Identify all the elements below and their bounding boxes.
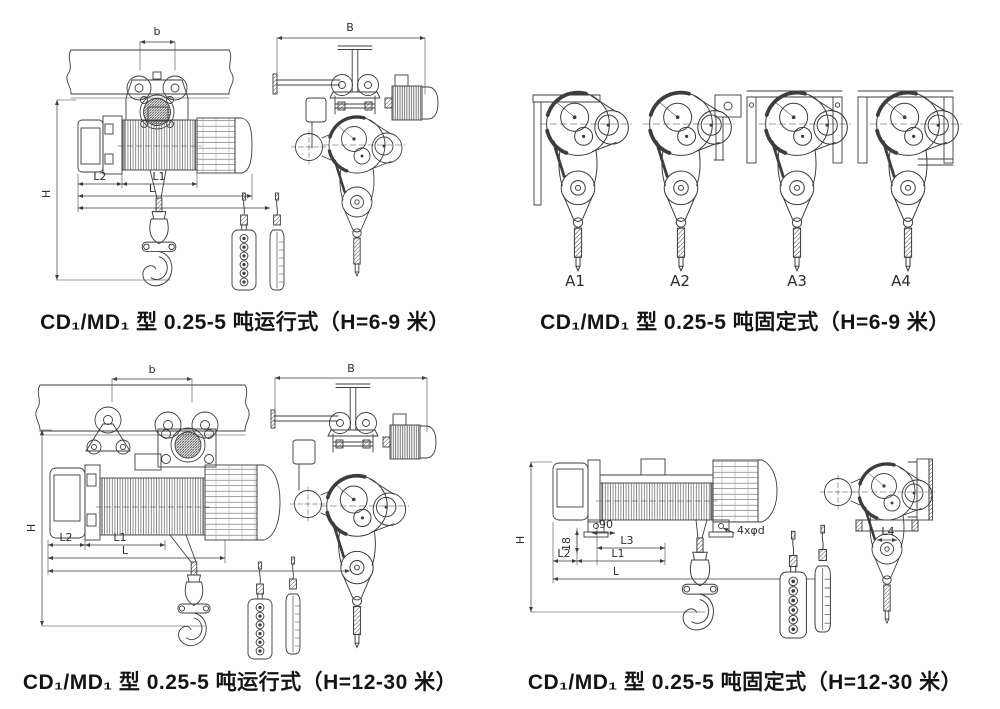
- dimensions-length: L2 L1 L: [77, 170, 271, 213]
- junction-box: [640, 458, 666, 476]
- variant-label-A1: A1: [565, 272, 585, 290]
- hoist-body-front: [77, 106, 253, 175]
- motor-side: [384, 74, 439, 121]
- dim-label-B: B: [346, 21, 354, 34]
- variant-label-A2: A2: [670, 272, 690, 290]
- brake-housing: [289, 486, 327, 522]
- caption-fixed-12-30: CD₁/MD₁ 型 0.25-5 吨固定式（H=12-30 米）: [527, 671, 963, 694]
- caption-traveling-12-30: CD₁/MD₁ 型 0.25-5 吨运行式（H=12-30 米）: [22, 671, 458, 694]
- hook-assembly-front: [169, 534, 211, 647]
- ibeam-and-trolley: [327, 383, 379, 453]
- rope-drum: [99, 477, 206, 536]
- dimensions-length: L2 L1 L: [47, 531, 351, 576]
- dim-label-H: H: [40, 190, 53, 198]
- pendant-control-front: [247, 561, 273, 660]
- fixed-hoist-A3: A3: [746, 90, 853, 290]
- counterweight-arm: [272, 73, 341, 95]
- pendant-control-front: [231, 192, 257, 291]
- limit-switch-box: [305, 97, 327, 149]
- pendant-control-side: [285, 556, 301, 655]
- dim-label-L2: L2: [59, 531, 72, 544]
- hook-assembly-front: [141, 169, 177, 287]
- caption-fixed-6-9: CD₁/MD₁ 型 0.25-5 吨固定式（H=6-9 米）: [540, 311, 950, 334]
- fixed-hoist-A2: A2: [641, 90, 742, 290]
- dim-label-L2: L2: [557, 547, 570, 560]
- dim-label-L3: L3: [620, 534, 633, 547]
- dim-label-90: 90: [599, 518, 613, 531]
- side-view: L4: [819, 458, 937, 625]
- dim-label-H: H: [25, 524, 38, 532]
- dimension-H: H: [514, 461, 706, 613]
- variant-label-A3: A3: [787, 272, 807, 290]
- gear-housing-and-hook-block: [321, 115, 407, 278]
- dimension-b: b: [139, 25, 176, 71]
- brake-housing: [819, 474, 857, 510]
- junction-box: [147, 106, 169, 122]
- dimensions-length: 90 18 L3 L2 L1 L 4xφd: [552, 518, 821, 584]
- pendant-control-side: [814, 524, 831, 633]
- runway-beam: [66, 49, 234, 99]
- counterweight-arm: [270, 409, 339, 429]
- dim-label-L1: L1: [113, 531, 126, 544]
- pendant-control-front: [779, 530, 807, 639]
- drawing-traveling-6-9: b H: [40, 21, 439, 291]
- limit-switch-box: [292, 439, 316, 491]
- drawing-fixed-6-9: A1 A2 A3 A4: [532, 90, 964, 290]
- dim-label-b: b: [154, 25, 161, 38]
- dimension-B: B: [274, 362, 428, 433]
- drawing-traveling-12-30: b: [25, 362, 437, 660]
- gear-housing-and-hook-block: [851, 462, 937, 625]
- dim-label-bolt-holes: 4xφd: [737, 524, 765, 537]
- dim-label-H: H: [514, 536, 527, 544]
- trolley-wheel-right: [154, 411, 219, 468]
- motor-front: [196, 117, 236, 174]
- hoist-body-front: [49, 453, 281, 541]
- gear-housing-and-hook-block: [318, 473, 411, 650]
- rope-drum: [599, 482, 714, 521]
- trolley-wheel-left: [85, 406, 131, 455]
- dimension-H: H: [40, 99, 171, 281]
- junction-box: [134, 453, 162, 471]
- dim-label-L: L: [122, 544, 129, 557]
- motor-side: [382, 413, 437, 460]
- dimension-B: B: [276, 21, 426, 95]
- dim-label-L: L: [613, 565, 620, 578]
- caption-traveling-6-9: CD₁/MD₁ 型 0.25-5 吨运行式（H=6-9 米）: [40, 311, 450, 334]
- runway-beam: [35, 384, 250, 436]
- dimension-L4: L4: [876, 525, 898, 542]
- drawing-fixed-12-30: H 90 18 L3 L2 L1 L 4xφd: [514, 458, 937, 639]
- dim-label-L: L: [149, 182, 156, 195]
- dimension-b: b: [111, 363, 193, 403]
- side-view: B: [270, 362, 437, 650]
- hook-assembly-front: [681, 519, 719, 631]
- pendant-control-side: [269, 192, 285, 291]
- mounting-plate: [907, 458, 933, 521]
- hoist-body-front: [552, 458, 778, 538]
- side-view: B: [272, 21, 439, 278]
- dimension-H: H: [25, 429, 206, 627]
- dim-label-B: B: [347, 362, 355, 375]
- fixed-hoist-A1: A1: [532, 90, 634, 290]
- dim-label-L2: L2: [93, 170, 106, 183]
- dim-label-b: b: [149, 363, 156, 376]
- rope-drum: [121, 119, 198, 171]
- motor-front: [204, 464, 258, 541]
- dim-label-L1: L1: [611, 547, 624, 560]
- dim-label-L4: L4: [881, 525, 894, 538]
- fixed-hoist-A4: A4: [857, 90, 964, 290]
- dim-label-L1: L1: [152, 170, 165, 183]
- brake-housing: [290, 129, 328, 165]
- variant-label-A4: A4: [891, 272, 911, 290]
- motor-front: [712, 459, 759, 523]
- trolley-front: [125, 71, 189, 130]
- dim-label-18: 18: [560, 537, 573, 551]
